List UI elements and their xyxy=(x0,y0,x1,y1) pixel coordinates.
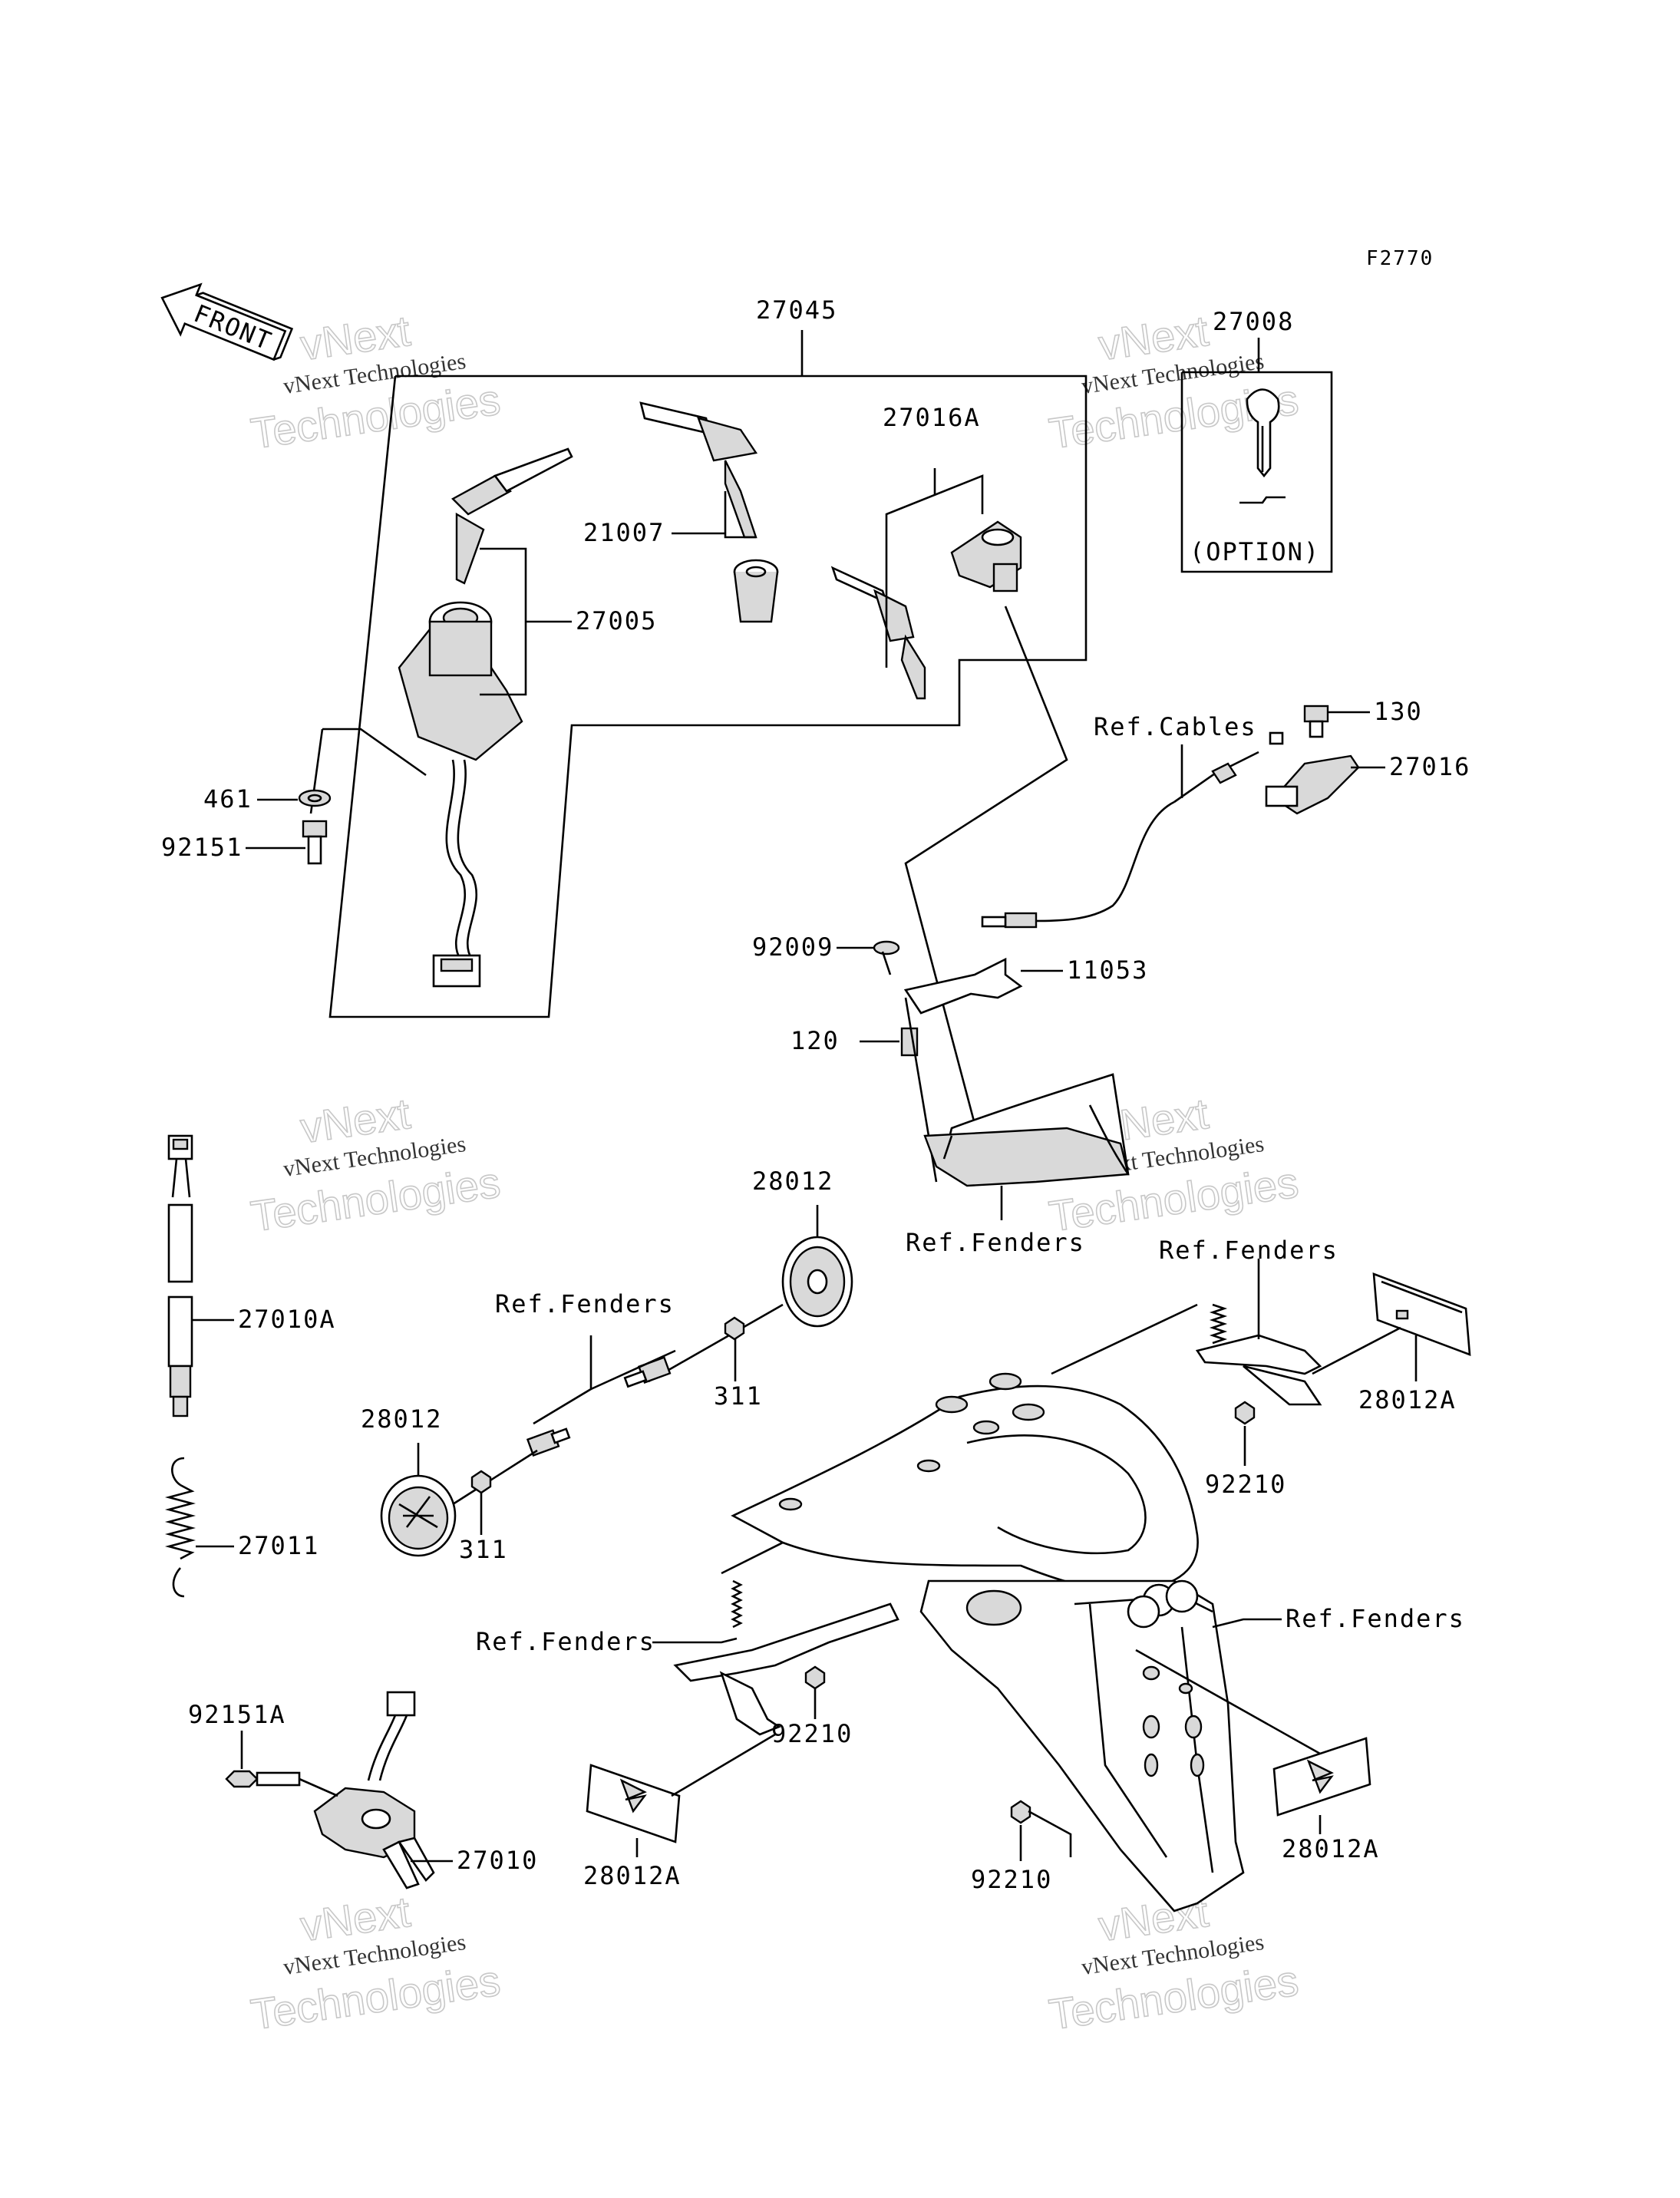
washer xyxy=(298,789,332,807)
seat-lock xyxy=(950,520,1022,592)
brake-light-switch xyxy=(167,1134,193,1417)
label-92151: 92151 xyxy=(161,833,243,862)
label-27008: 27008 xyxy=(1213,307,1294,336)
nut xyxy=(1010,1800,1031,1824)
bracket-plate xyxy=(903,957,1023,1015)
label-92151A: 92151A xyxy=(188,1700,286,1729)
label-311-left: 311 xyxy=(459,1535,508,1564)
nut xyxy=(804,1665,826,1690)
rear-fender-part xyxy=(731,1372,1245,1913)
key-icon xyxy=(830,566,926,700)
label-28012A-right-top: 28012A xyxy=(1358,1385,1457,1414)
label-461: 461 xyxy=(203,784,252,814)
reflector-bracket xyxy=(1195,1303,1322,1406)
lock-cylinder xyxy=(733,559,779,623)
label-120: 120 xyxy=(790,1026,840,1055)
reflector-round xyxy=(781,1236,853,1328)
nut xyxy=(470,1470,492,1494)
reflector-rectangular xyxy=(1272,1737,1371,1817)
option-key-box: (OPTION) xyxy=(1180,338,1333,573)
label-ref-fenders-right: Ref.Fenders xyxy=(1286,1604,1465,1633)
label-27005: 27005 xyxy=(576,606,657,635)
nut xyxy=(1234,1401,1256,1425)
label-11053: 11053 xyxy=(1067,955,1148,985)
bolt xyxy=(1303,705,1329,738)
label-21007: 21007 xyxy=(583,518,665,547)
svg-text:FRONT: FRONT xyxy=(190,299,276,356)
key-set-bracket xyxy=(328,330,1088,1018)
reflector-rectangular xyxy=(1372,1272,1471,1356)
label-28012-left: 28012 xyxy=(361,1404,442,1434)
label-27045: 27045 xyxy=(756,295,837,325)
key-icon xyxy=(451,447,573,585)
label-ref-fenders-mid: Ref.Fenders xyxy=(495,1289,675,1318)
label-27016: 27016 xyxy=(1389,752,1470,781)
return-spring xyxy=(164,1457,196,1598)
front-arrow-icon: FRONT xyxy=(160,282,294,361)
label-130: 130 xyxy=(1374,697,1423,726)
front-fender-part xyxy=(923,1073,1130,1187)
option-label: (OPTION) xyxy=(1190,537,1320,566)
label-311-right: 311 xyxy=(714,1381,763,1411)
label-92210-bottom: 92210 xyxy=(971,1865,1052,1894)
reflector-bracket xyxy=(673,1579,899,1736)
label-92009: 92009 xyxy=(752,932,833,962)
label-27010A: 27010A xyxy=(238,1305,336,1334)
label-28012A-left: 28012A xyxy=(583,1861,682,1890)
ignition-switch xyxy=(398,601,523,988)
bolt xyxy=(225,1770,301,1788)
watermark-bottom-left: vNext vNext Technologies Technologies xyxy=(247,1886,503,2039)
cable-end xyxy=(1269,731,1284,745)
label-ref-fenders-low: Ref.Fenders xyxy=(476,1627,655,1656)
nut xyxy=(724,1316,745,1341)
label-28012-top: 28012 xyxy=(752,1167,833,1196)
label-27010: 27010 xyxy=(457,1846,538,1875)
seat-lock-latch xyxy=(1265,754,1360,815)
seat-lock-cable xyxy=(981,751,1259,929)
bolt xyxy=(302,820,328,865)
screw xyxy=(873,940,900,975)
label-27011: 27011 xyxy=(238,1531,319,1560)
stud xyxy=(526,1427,571,1457)
label-ref-fenders-top-right: Ref.Fenders xyxy=(1159,1236,1338,1265)
figure-code: F2770 xyxy=(1366,247,1434,270)
key-icon xyxy=(639,401,758,539)
watermark-mid-left: vNext vNext Technologies Technologies xyxy=(247,1088,503,1241)
label-92210-mid: 92210 xyxy=(771,1719,853,1748)
reflector-rectangular xyxy=(586,1764,681,1843)
label-28012A-right-bottom: 28012A xyxy=(1282,1834,1380,1863)
side-stand-switch xyxy=(313,1691,435,1889)
label-ref-fenders-center: Ref.Fenders xyxy=(906,1228,1085,1257)
stud xyxy=(623,1356,672,1388)
label-27016A: 27016A xyxy=(883,403,981,432)
reflector-round xyxy=(380,1474,457,1557)
label-ref-cables: Ref.Cables xyxy=(1094,712,1257,741)
label-92210-right: 92210 xyxy=(1205,1470,1286,1499)
